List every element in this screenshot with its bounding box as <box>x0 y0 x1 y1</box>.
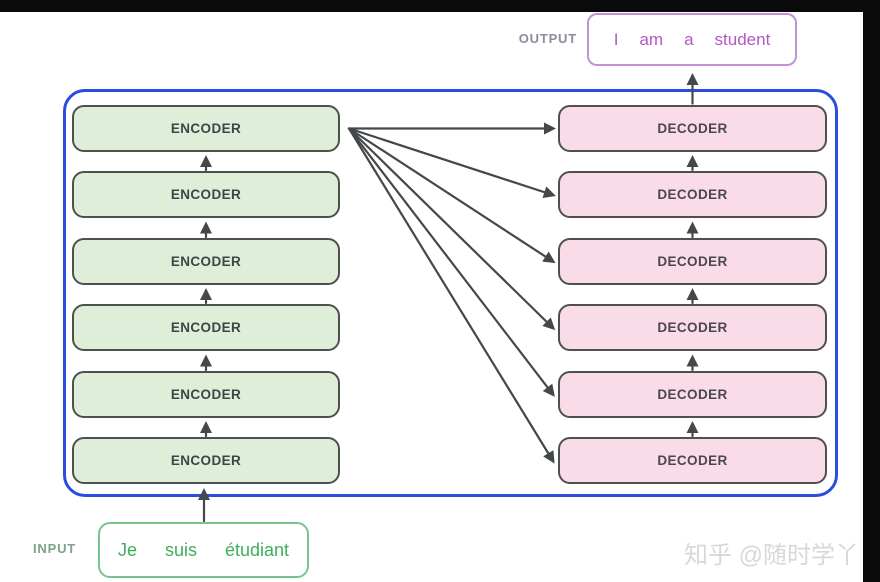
zhihu-watermark: 知乎 @随时学丫 <box>684 542 860 569</box>
encoder-box-2: ENCODER <box>72 171 340 218</box>
input-sentence-box: Je suis étudiant <box>98 522 309 578</box>
input-word: Je <box>117 539 137 560</box>
output-word: student <box>714 29 771 49</box>
right-letterbox-bar <box>863 0 880 582</box>
encoder-box-5: ENCODER <box>72 371 340 418</box>
decoder-box-4: DECODER <box>558 304 827 351</box>
decoder-box-1: DECODER <box>558 105 827 152</box>
input-label: INPUT <box>33 541 76 556</box>
decoder-box-5: DECODER <box>558 371 827 418</box>
encoder-box-1: ENCODER <box>72 105 340 152</box>
output-word: am <box>639 29 664 49</box>
output-label: OUTPUT <box>518 31 577 46</box>
decoder-box-6: DECODER <box>558 437 827 484</box>
top-letterbox-bar <box>0 0 880 12</box>
output-word: a <box>684 29 694 49</box>
decoder-box-2: DECODER <box>558 171 827 218</box>
encoder-box-3: ENCODER <box>72 238 340 285</box>
decoder-box-3: DECODER <box>558 238 827 285</box>
output-sentence-box: I am a student <box>587 13 797 66</box>
output-word: I <box>613 29 619 49</box>
encoder-box-4: ENCODER <box>72 304 340 351</box>
encoder-box-6: ENCODER <box>72 437 340 484</box>
input-word: suis <box>164 539 197 560</box>
input-word: étudiant <box>224 539 290 560</box>
